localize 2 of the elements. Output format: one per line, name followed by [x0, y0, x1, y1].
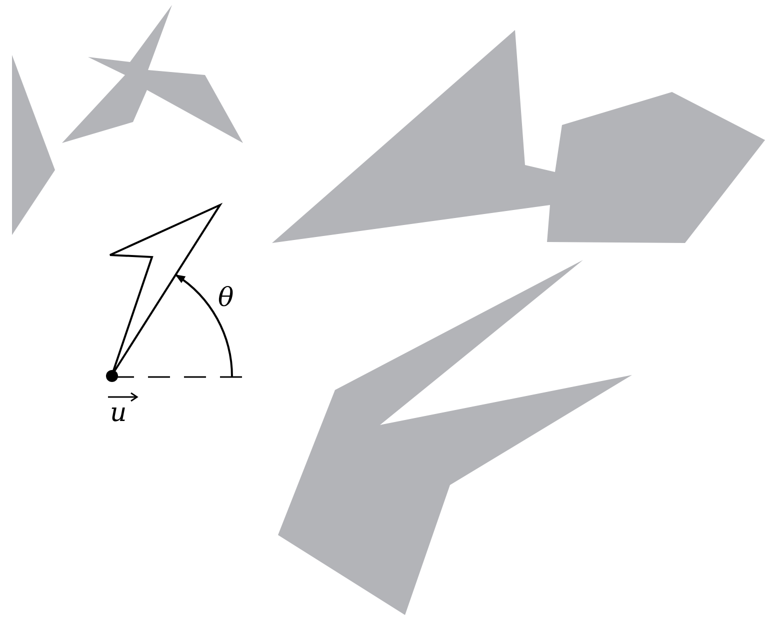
angle-label: θ [218, 285, 234, 311]
vector-label: u [110, 400, 127, 426]
